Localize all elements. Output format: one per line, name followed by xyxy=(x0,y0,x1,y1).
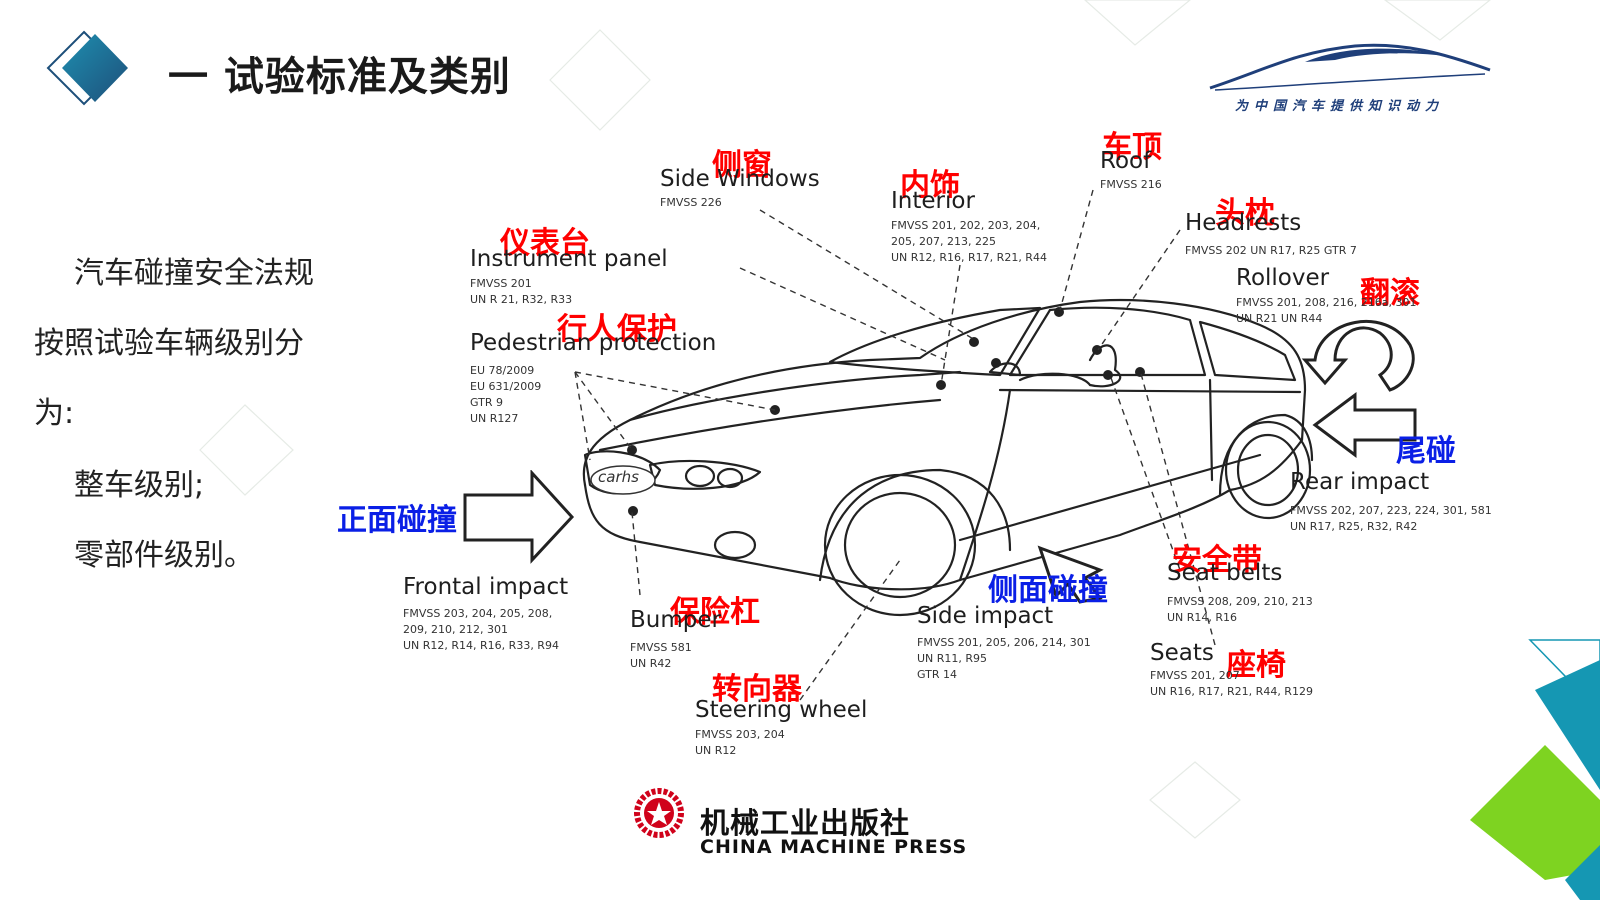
body-line-4: 整车级别; xyxy=(74,468,205,503)
side-impact-arrow-icon xyxy=(1037,545,1104,604)
roof-std: FMVSS 216 xyxy=(1100,178,1162,191)
car-badge-icon xyxy=(590,465,656,495)
roof-en: Roof xyxy=(1100,148,1152,174)
side-impact-cn: 侧面碰撞 xyxy=(988,573,1108,608)
seat-belts-en: Seat belts xyxy=(1167,560,1283,586)
instrument-panel-en: Instrument panel xyxy=(470,246,668,272)
rollover-arrow-icon xyxy=(1301,320,1415,392)
bumper-en: Bumper xyxy=(630,607,721,633)
body-line-3: 为: xyxy=(34,396,75,431)
side-windows-en: Side Windows xyxy=(660,166,820,192)
bumper-cn: 保险杠 xyxy=(670,595,760,630)
pedestrian-en: Pedestrian protection xyxy=(470,330,717,356)
rear-impact-arrow-icon xyxy=(1312,392,1417,458)
steering-wheel-cn: 转向器 xyxy=(712,672,802,707)
press-name-cn: 机械工业出版社 xyxy=(700,806,911,840)
rollover-cn: 翻滚 xyxy=(1360,276,1420,311)
body-line-1: 汽车碰撞安全法规 xyxy=(74,256,314,291)
pedestrian-cn: 行人保护 xyxy=(557,312,677,347)
interior-cn: 内饰 xyxy=(900,168,960,203)
rear-impact-cn: 尾碰 xyxy=(1396,434,1456,469)
brand-slogan: 为中国汽车提供知识动力 xyxy=(1235,99,1445,114)
side-windows-std: FMVSS 226 xyxy=(660,196,722,209)
body-line-5: 零部件级别。 xyxy=(74,538,254,573)
roof-cn: 车顶 xyxy=(1102,130,1162,165)
body-line-2: 按照试验车辆级别分 xyxy=(34,326,304,361)
frontal-impact-cn: 正面碰撞 xyxy=(337,503,457,538)
interior-std: FMVSS 201, 202, 203, 204,205, 207, 213, … xyxy=(891,219,1047,264)
frontal-impact-arrow-icon xyxy=(463,470,575,564)
press-emblem-icon xyxy=(634,788,684,838)
rear-impact-en: Rear impact xyxy=(1290,469,1430,495)
seats-cn: 座椅 xyxy=(1226,648,1286,683)
headrests-en: Headrests xyxy=(1185,210,1302,236)
headrests-std: FMVSS 202 UN R17, R25 GTR 7 xyxy=(1185,244,1357,257)
press-name-en: CHINA MACHINE PRESS xyxy=(700,836,968,858)
car-swoosh-logo-icon xyxy=(1209,43,1491,91)
side-impact-en: Side impact xyxy=(917,603,1054,629)
frontal-impact-std: FMVSS 203, 204, 205, 208,209, 210, 212, … xyxy=(403,607,559,652)
diamond-logo-icon xyxy=(46,30,128,106)
page-title: 一 试验标准及类别 xyxy=(168,54,511,100)
seat-belts-cn: 安全带 xyxy=(1172,543,1262,578)
side-windows-cn: 侧窗 xyxy=(712,148,772,183)
steering-wheel-en: Steering wheel xyxy=(695,697,868,723)
seats-en: Seats xyxy=(1150,640,1214,666)
headrests-cn: 头枕 xyxy=(1215,196,1275,231)
frontal-impact-en: Frontal impact xyxy=(403,574,569,600)
rollover-en: Rollover xyxy=(1236,265,1330,291)
interior-en: Interior xyxy=(891,188,975,214)
car-badge-text: carhs xyxy=(598,468,639,486)
instrument-panel-cn: 仪表台 xyxy=(500,226,590,261)
